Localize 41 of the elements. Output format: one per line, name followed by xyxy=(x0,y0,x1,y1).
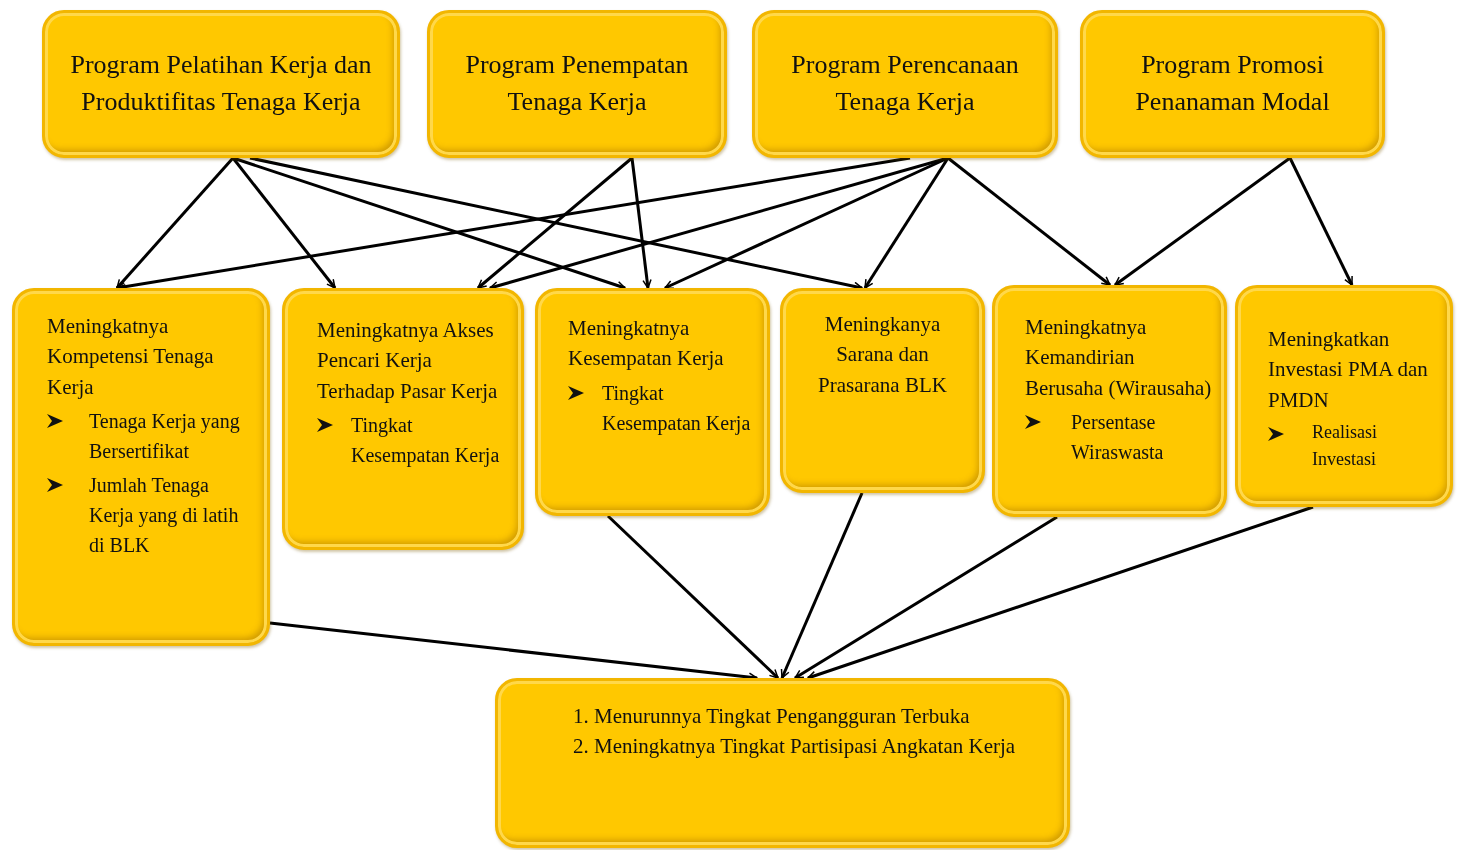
node-text: Meningkanya Sarana dan Prasarana BLK xyxy=(817,311,948,399)
bullet-text: Realisasi Investasi xyxy=(1311,421,1378,472)
arrow xyxy=(606,514,780,680)
arrow xyxy=(630,157,652,289)
arrow xyxy=(477,156,633,290)
node-title: Program Penempatan Tenaga Kerja xyxy=(464,49,690,118)
bullet-text: Jumlah Tenaga Kerja yang di latih di BLK xyxy=(88,473,240,559)
process-box xyxy=(535,288,770,516)
node-title: Program Perencanaan Tenaga Kerja xyxy=(790,49,1020,118)
arrow xyxy=(780,492,864,679)
process-box xyxy=(427,10,727,158)
arrow xyxy=(1288,157,1354,286)
process-box xyxy=(752,10,1058,158)
arrow xyxy=(807,505,1314,680)
bullet-text: Tingkat Kesempatan Kerja xyxy=(350,413,501,469)
node-heading: Meningkatnya Akses Pencari Kerja Terhadap Pasar Kerja xyxy=(317,317,499,405)
process-box xyxy=(495,678,1070,848)
bullet-text: Persentase Wiraswasta xyxy=(1070,410,1165,466)
arrow xyxy=(863,157,950,289)
process-box xyxy=(12,288,270,646)
process-box xyxy=(992,285,1227,517)
arrow xyxy=(231,157,337,289)
node-title: Program Pelatihan Kerja dan Produktifitas Tenaga Kerja xyxy=(69,49,373,118)
process-box xyxy=(1235,285,1453,507)
node-heading: Meningkatnya Kompetensi Tenaga Kerja xyxy=(47,313,215,401)
process-box xyxy=(282,288,524,550)
process-box xyxy=(42,10,400,158)
list-item: 2. Meningkatnya Tingkat Partisipasi Angkatan Kerja xyxy=(573,733,1017,761)
bullet-text: Tenaga Kerja yang Bersertifikat xyxy=(88,409,241,465)
arrow xyxy=(947,156,1111,287)
process-box xyxy=(1080,10,1385,158)
node-heading: Meningkatnya Kesempatan Kerja xyxy=(568,315,725,373)
process-box xyxy=(780,288,985,493)
arrow xyxy=(794,515,1058,680)
node-title: Program Promosi Penanaman Modal xyxy=(1134,49,1331,118)
node-heading: Meningkatnya Kemandirian Berusaha (Wirausaha) xyxy=(1025,314,1213,402)
arrow xyxy=(115,157,235,289)
bullet-text: Tingkat Kesempatan Kerja xyxy=(601,380,752,437)
arrow xyxy=(1114,156,1291,287)
node-heading: Meningkatkan Investasi PMA dan PMDN xyxy=(1268,326,1429,414)
list-item: 1. Menurunnya Tingkat Pengangguran Terbuka xyxy=(573,703,971,730)
